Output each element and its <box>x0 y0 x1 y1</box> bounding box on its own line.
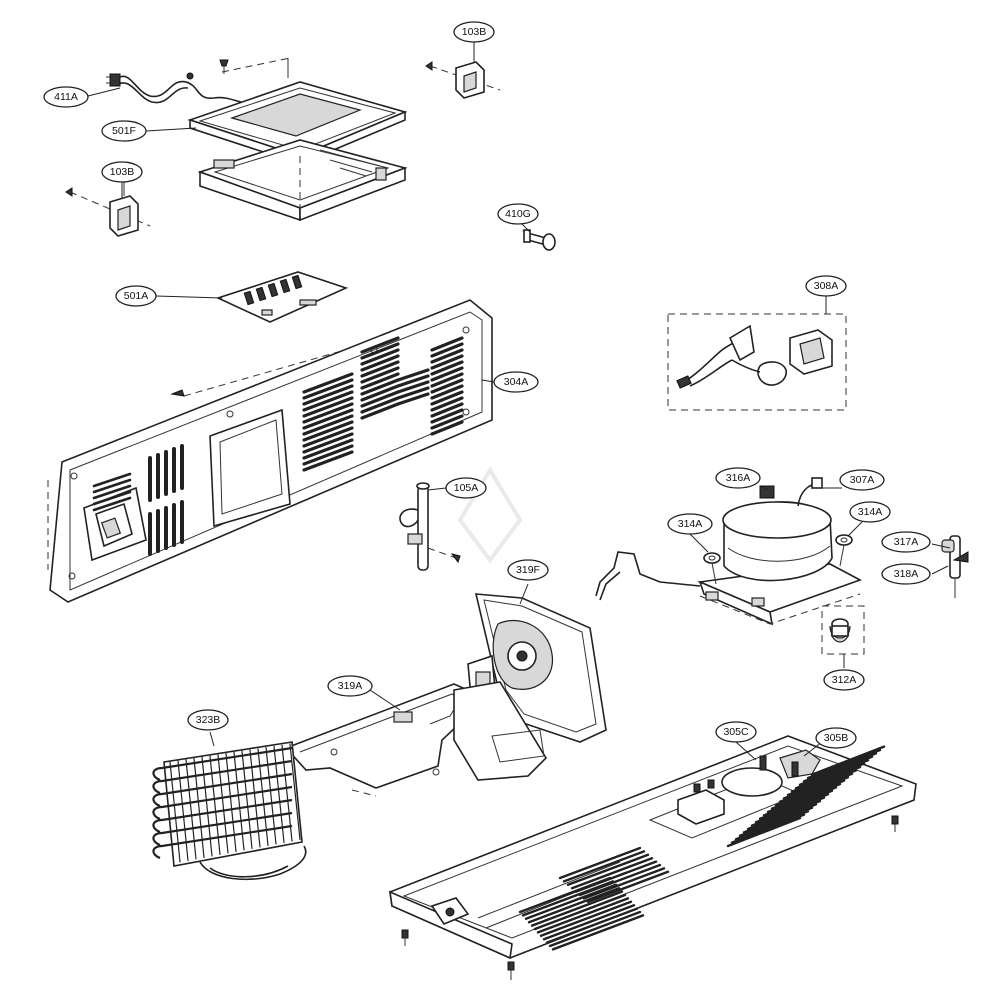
callout-label: 307A <box>850 474 875 486</box>
callout-label: 305C <box>723 726 749 738</box>
callout-317A: 317A <box>881 531 931 553</box>
callout-319A: 319A <box>327 675 373 697</box>
callout-label: 312A <box>832 674 857 686</box>
callout-label: 323B <box>196 714 221 726</box>
callout-label: 316A <box>726 472 751 484</box>
callout-103B-top: 103B <box>453 21 495 43</box>
callout-305B: 305B <box>815 727 857 749</box>
callout-308A: 308A <box>805 275 847 297</box>
callout-label: 319F <box>516 564 540 576</box>
callout-label: 410G <box>505 208 531 220</box>
callout-label: 304A <box>504 376 529 388</box>
callout-318A: 318A <box>881 563 931 585</box>
callout-label: 501F <box>112 125 136 137</box>
callout-501F: 501F <box>101 120 147 142</box>
callout-label: 103B <box>110 166 135 178</box>
callout-label: 319A <box>338 680 363 692</box>
base-plate-part <box>389 735 917 980</box>
callout-304A: 304A <box>493 371 539 393</box>
callout-307A: 307A <box>839 469 885 491</box>
vent-slots <box>92 336 464 556</box>
callout-411A: 411A <box>43 86 89 108</box>
bracket-left-part <box>65 182 151 237</box>
control-box-part <box>187 57 408 222</box>
relay-kit-part <box>667 313 847 411</box>
callout-316A: 316A <box>715 467 761 489</box>
callout-label: 501A <box>124 290 149 302</box>
callout-label: 308A <box>814 280 839 292</box>
callout-label: 305B <box>824 732 849 744</box>
fan-bracket-part <box>284 681 548 797</box>
base-vent-slots <box>518 745 886 951</box>
callout-label: 103B <box>462 26 487 38</box>
clip-part <box>821 605 865 655</box>
callout-label: 318A <box>894 568 919 580</box>
leader-lines <box>87 42 951 761</box>
compressor-part <box>595 477 862 626</box>
callout-323B: 323B <box>187 709 229 731</box>
callout-410G: 410G <box>497 203 539 225</box>
pcb-part <box>215 271 349 323</box>
callout-label: 105A <box>454 482 479 494</box>
power-cord-part <box>106 72 251 105</box>
sensor-part <box>522 229 556 251</box>
callout-label: 314A <box>858 506 883 518</box>
drier-part <box>399 482 461 571</box>
callout-103B-left: 103B <box>101 161 143 183</box>
callout-label: 411A <box>54 91 78 103</box>
callout-312A: 312A <box>823 669 865 691</box>
bracket-top-part <box>425 46 501 99</box>
callout-label: 317A <box>894 536 919 548</box>
watermark <box>457 466 523 564</box>
valve-part <box>941 535 969 598</box>
callout-label: 314A <box>678 518 703 530</box>
callout-501A: 501A <box>115 285 157 307</box>
callout-319F: 319F <box>507 559 549 581</box>
condenser-coil-lines <box>152 743 301 863</box>
callout-105A: 105A <box>445 477 487 499</box>
callout-305C: 305C <box>715 721 757 743</box>
callout-314A-right: 314A <box>849 501 891 523</box>
callout-314A-left: 314A <box>667 513 713 535</box>
